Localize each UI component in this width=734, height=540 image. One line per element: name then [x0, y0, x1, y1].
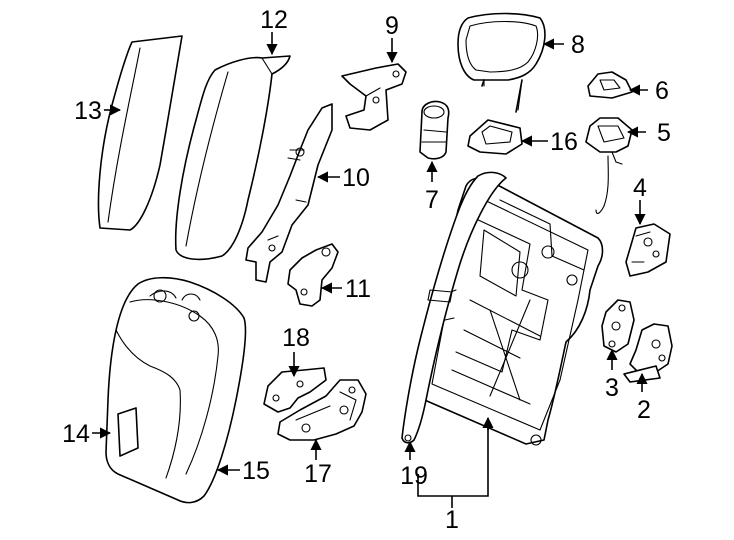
callout-8: 8 [571, 31, 585, 59]
part-17-recliner-bracket [277, 379, 367, 441]
part-1-seat-back-frame [401, 171, 604, 446]
callout-5: 5 [657, 119, 671, 147]
part-6-guide-sleeve [587, 71, 633, 99]
part-3-latch [601, 299, 635, 353]
part-7-latch-knob [419, 100, 450, 160]
callout-9: 9 [385, 12, 399, 40]
callout-15: 15 [242, 457, 270, 485]
callout-1: 1 [445, 506, 459, 534]
callout-6: 6 [655, 77, 669, 105]
callout-labels: 1 2 3 4 5 6 7 8 9 10 11 12 13 14 15 16 1… [62, 6, 671, 534]
part-4-latch-cover [625, 223, 671, 277]
part-12-side-bolster [174, 55, 291, 261]
part-5-guide [585, 117, 633, 215]
part-16-button-bezel [467, 119, 523, 155]
callout-2: 2 [637, 396, 651, 424]
part-10-long-bracket [245, 103, 333, 283]
part-8-headrest [457, 12, 546, 113]
part-11-small-bracket [287, 243, 339, 307]
part-13-bolster-trim [97, 35, 183, 231]
callout-12: 12 [260, 6, 288, 34]
callout-3: 3 [605, 374, 619, 402]
callout-10: 10 [342, 164, 370, 192]
callout-14: 14 [62, 420, 90, 448]
callout-4: 4 [633, 174, 647, 202]
part-9-small-bracket [341, 63, 407, 131]
callout-13: 13 [74, 97, 102, 125]
callout-7: 7 [425, 186, 439, 214]
callout-19: 19 [400, 462, 428, 490]
callout-16: 16 [550, 128, 578, 156]
leader-lines [92, 32, 648, 508]
part-15-seat-back-cushion [105, 276, 247, 504]
callout-11: 11 [345, 275, 371, 303]
callout-18: 18 [282, 324, 310, 352]
callout-17: 17 [304, 460, 332, 488]
